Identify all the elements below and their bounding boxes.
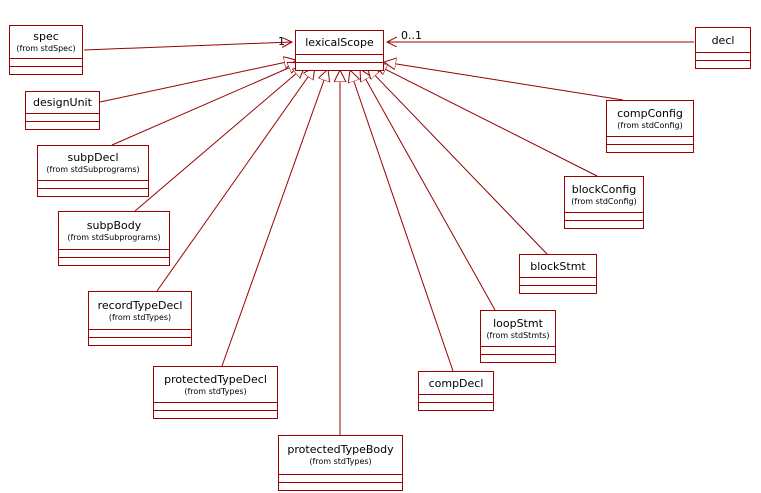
class-name-compartment: blockStmt: [520, 255, 596, 278]
class-name-compartment: subpBody(from stdSubprograms): [59, 212, 169, 250]
operation-compartment: [10, 67, 82, 74]
generalization-protectedTypeDecl-to-lexicalScope: [221, 69, 328, 367]
attribute-compartment: [26, 114, 99, 122]
generalization-blockConfig-to-lexicalScope: [375, 64, 598, 177]
attribute-compartment: [520, 278, 596, 286]
class-name-compartment: lexicalScope: [296, 31, 383, 55]
operation-compartment: [565, 221, 643, 228]
association-spec-to-lexicalScope: [83, 42, 292, 51]
class-name: designUnit: [33, 96, 92, 109]
class-name: compDecl: [428, 376, 484, 390]
attribute-compartment: [279, 475, 402, 483]
generalization-loopStmt-to-lexicalScope: [360, 69, 496, 311]
attribute-compartment: [89, 330, 191, 338]
class-box-subpDecl[interactable]: subpDecl(from stdSubprograms): [37, 145, 149, 197]
attribute-compartment: [59, 250, 169, 258]
operation-compartment: [38, 189, 148, 196]
class-box-spec[interactable]: spec(from stdSpec): [9, 25, 83, 75]
class-name: protectedTypeBody: [287, 443, 394, 456]
class-name-compartment: protectedTypeBody(from stdTypes): [279, 436, 402, 475]
class-name: spec: [33, 30, 59, 43]
attribute-compartment: [481, 347, 555, 355]
generalization-compConfig-to-lexicalScope: [384, 62, 624, 101]
class-name: compConfig: [617, 106, 683, 120]
class-box-protectedTypeDecl[interactable]: protectedTypeDecl(from stdTypes): [153, 366, 278, 419]
attribute-compartment: [565, 213, 643, 221]
attribute-compartment: [10, 59, 82, 67]
class-package-label: (from stdTypes): [184, 386, 247, 396]
class-box-subpBody[interactable]: subpBody(from stdSubprograms): [58, 211, 170, 266]
class-name-compartment: recordTypeDecl(from stdTypes): [89, 292, 191, 330]
class-package-label: (from stdStmts): [486, 330, 550, 340]
generalization-compDecl-to-lexicalScope: [350, 70, 454, 372]
class-package-label: (from stdTypes): [108, 312, 172, 322]
class-name: blockStmt: [530, 259, 586, 273]
class-box-blockConfig[interactable]: blockConfig(from stdConfig): [564, 176, 644, 229]
generalization-subpDecl-to-lexicalScope: [111, 63, 300, 146]
operation-compartment: [696, 61, 750, 68]
attribute-compartment: [38, 181, 148, 189]
generalization-subpBody-to-lexicalScope: [134, 66, 305, 212]
attribute-compartment: [607, 137, 693, 145]
operation-compartment: [279, 483, 402, 490]
class-name: blockConfig: [571, 182, 637, 196]
multiplicity-label-one: 1: [278, 35, 285, 48]
class-name-compartment: compDecl: [419, 372, 493, 395]
generalization-blockStmt-to-lexicalScope: [367, 67, 548, 255]
class-name-compartment: loopStmt(from stdStmts): [481, 311, 555, 347]
class-package-label: (from stdSubprograms): [46, 165, 140, 174]
class-box-compConfig[interactable]: compConfig(from stdConfig): [606, 100, 694, 153]
class-package-label: (from stdTypes): [309, 457, 372, 466]
multiplicity-label-zero-to-one: 0..1: [401, 29, 422, 42]
operation-compartment: [520, 286, 596, 293]
class-name-compartment: blockConfig(from stdConfig): [565, 177, 643, 213]
generalization-designUnit-to-lexicalScope: [99, 60, 296, 103]
class-name: subpDecl: [67, 151, 119, 164]
class-name: recordTypeDecl: [97, 298, 183, 312]
class-package-label: (from stdConfig): [571, 196, 637, 206]
operation-compartment: [419, 403, 493, 410]
operation-compartment: [607, 145, 693, 152]
operation-compartment: [89, 338, 191, 345]
class-package-label: (from stdSubprograms): [67, 232, 161, 242]
class-box-recordTypeDecl[interactable]: recordTypeDecl(from stdTypes): [88, 291, 192, 346]
attribute-compartment: [296, 55, 383, 63]
class-package-label: (from stdSpec): [16, 44, 76, 53]
class-name-compartment: subpDecl(from stdSubprograms): [38, 146, 148, 181]
class-name: subpBody: [86, 218, 142, 232]
class-name: lexicalScope: [305, 36, 374, 49]
class-box-blockStmt[interactable]: blockStmt: [519, 254, 597, 294]
operation-compartment: [26, 122, 99, 129]
operation-compartment: [59, 258, 169, 265]
attribute-compartment: [419, 395, 493, 403]
class-box-protectedTypeBody[interactable]: protectedTypeBody(from stdTypes): [278, 435, 403, 491]
class-box-designUnit[interactable]: designUnit: [25, 91, 100, 130]
class-name: loopStmt: [493, 316, 543, 330]
class-name-compartment: compConfig(from stdConfig): [607, 101, 693, 137]
class-box-central[interactable]: lexicalScope: [295, 30, 384, 71]
class-name-compartment: designUnit: [26, 92, 99, 114]
operation-compartment: [481, 355, 555, 362]
class-name-compartment: protectedTypeDecl(from stdTypes): [154, 367, 277, 403]
operation-compartment: [154, 411, 277, 418]
class-package-label: (from stdConfig): [617, 120, 683, 130]
attribute-compartment: [154, 403, 277, 411]
class-box-decl[interactable]: decl: [695, 27, 751, 69]
attribute-compartment: [696, 53, 750, 61]
class-box-loopStmt[interactable]: loopStmt(from stdStmts): [480, 310, 556, 363]
operation-compartment: [296, 63, 383, 70]
class-name-compartment: decl: [696, 28, 750, 53]
class-name-compartment: spec(from stdSpec): [10, 26, 82, 59]
class-name: decl: [711, 33, 735, 47]
class-name: protectedTypeDecl: [164, 372, 267, 386]
class-box-compDecl[interactable]: compDecl: [418, 371, 494, 411]
generalization-recordTypeDecl-to-lexicalScope: [156, 67, 315, 292]
